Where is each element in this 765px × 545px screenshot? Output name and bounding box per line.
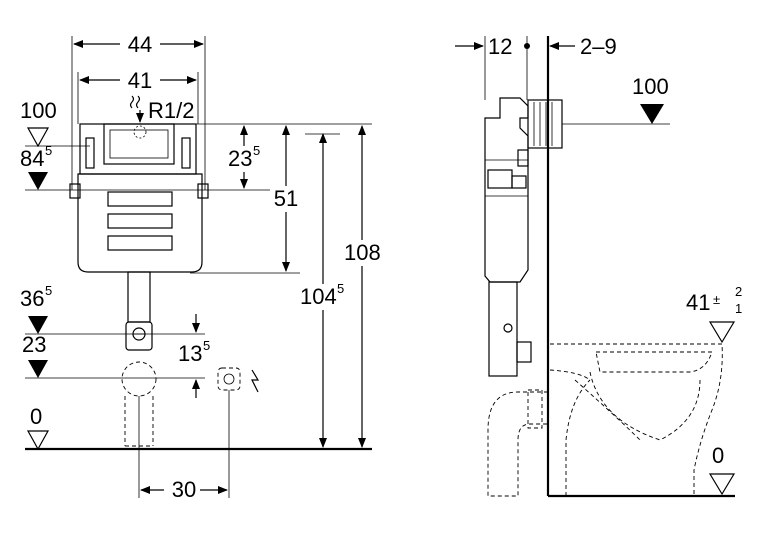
electric-icon [251,369,260,393]
panel-slot-2 [107,235,173,251]
level-23-marker [28,360,48,378]
level-100-left: 100 [20,98,57,123]
dim-235-label: 23 [228,146,252,171]
cistern-top [79,123,197,175]
dim-235-sup: 5 [253,143,260,158]
level-845-label: 84 [20,146,44,171]
level-100-right: 100 [632,74,669,99]
dim-44-label: 44 [128,32,152,57]
brand-plate [107,213,173,229]
brand-logo: GEBERIT [120,216,161,226]
front-view: 44 41 R1/2 GEBERIT [20,32,384,502]
flush-pipe [125,271,153,351]
level-0-right-marker [708,473,736,496]
level-41-tol: ± [713,292,720,307]
dim-135-label: 13 [178,341,202,366]
level-100-right-marker [640,104,664,124]
valve-housing [103,123,175,165]
dim-1045-label: 104 [300,284,337,309]
dim-41-label: 41 [128,68,152,93]
dim-12-label: 12 [488,34,512,59]
dim-51-label: 51 [274,186,298,211]
level-845-sup: 5 [45,143,52,158]
water-wave-icon [129,95,135,109]
level-23-label: 23 [22,332,46,357]
level-365-label: 36 [20,286,44,311]
bowl-connector [516,341,532,363]
cistern-body [77,173,203,273]
level-0-right: 0 [712,443,724,468]
level-365-sup: 5 [45,283,52,298]
side-view: 12 2–9 100 [455,34,742,498]
level-41-sub: 1 [735,301,742,316]
level-845-marker [28,172,48,190]
dim-108-label: 108 [344,240,381,265]
lower-frame-leg [488,281,518,377]
dim-30-label: 30 [172,477,196,502]
thread-label: R1/2 [148,98,194,123]
bracket-left [69,183,81,199]
level-100-marker [26,127,50,148]
level-0-left: 0 [30,404,42,429]
level-365-marker [28,316,48,334]
power-socket [138,367,260,498]
dim-2-9-label: 2–9 [580,34,617,59]
level-41-marker [708,321,736,344]
level-41-sup: 2 [735,284,742,299]
toilet-bowl [487,343,723,497]
panel-slot-1 [107,191,173,207]
frame-side [484,97,563,377]
bracket-right [197,183,209,199]
flush-plate-mount [527,99,563,149]
cistern-frame: GEBERIT [69,123,209,273]
level-41-label: 41 [686,290,710,315]
dim-1045-sup: 5 [337,281,344,296]
level-0-left-marker [26,430,50,451]
dim-135-sup: 5 [203,338,210,353]
